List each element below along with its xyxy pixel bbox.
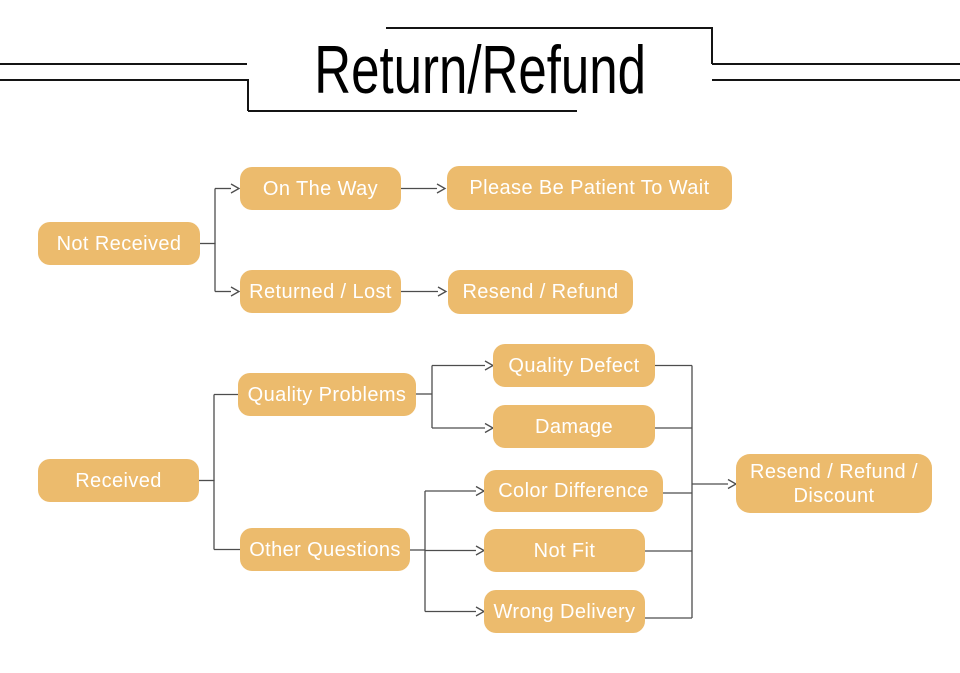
node-on-the-way: On The Way (240, 167, 401, 210)
node-on-the-way-label: On The Way (262, 177, 379, 200)
node-received: Received (38, 459, 199, 502)
node-other-questions-label: Other Questions (249, 538, 401, 561)
node-quality-defect-label: Quality Defect (508, 354, 640, 377)
node-returned-lost: Returned / Lost (240, 270, 401, 313)
node-resend-refund-discount-label: Resend / Refund / Discount (749, 460, 918, 507)
node-not-fit: Not Fit (484, 529, 645, 572)
node-quality-defect: Quality Defect (493, 344, 655, 387)
node-returned-lost-label: Returned / Lost (249, 280, 392, 303)
title-frame-decoration (0, 27, 960, 112)
node-wrong-delivery-label: Wrong Delivery (493, 600, 636, 623)
node-not-received-label: Not Received (56, 232, 182, 255)
node-quality-problems: Quality Problems (238, 373, 416, 416)
node-other-questions: Other Questions (240, 528, 410, 571)
node-not-received: Not Received (38, 222, 200, 265)
node-please-be-patient-label: Please Be Patient To Wait (469, 177, 710, 199)
node-color-difference: Color Difference (484, 470, 663, 512)
node-not-fit-label: Not Fit (533, 539, 596, 562)
node-damage-label: Damage (535, 415, 613, 438)
page-title: Return/Refund (0, 36, 960, 104)
node-quality-problems-label: Quality Problems (247, 383, 407, 406)
node-resend-refund-label: Resend / Refund (462, 281, 619, 303)
node-damage: Damage (493, 405, 655, 448)
node-please-be-patient: Please Be Patient To Wait (447, 166, 732, 210)
page-title-text: Return/Refund (314, 32, 646, 108)
node-color-difference-label: Color Difference (498, 480, 649, 502)
node-resend-refund-discount: Resend / Refund / Discount (736, 454, 932, 513)
node-received-label: Received (75, 469, 162, 492)
node-wrong-delivery: Wrong Delivery (484, 590, 645, 633)
connector-lines (199, 183, 738, 619)
node-resend-refund: Resend / Refund (448, 270, 633, 314)
